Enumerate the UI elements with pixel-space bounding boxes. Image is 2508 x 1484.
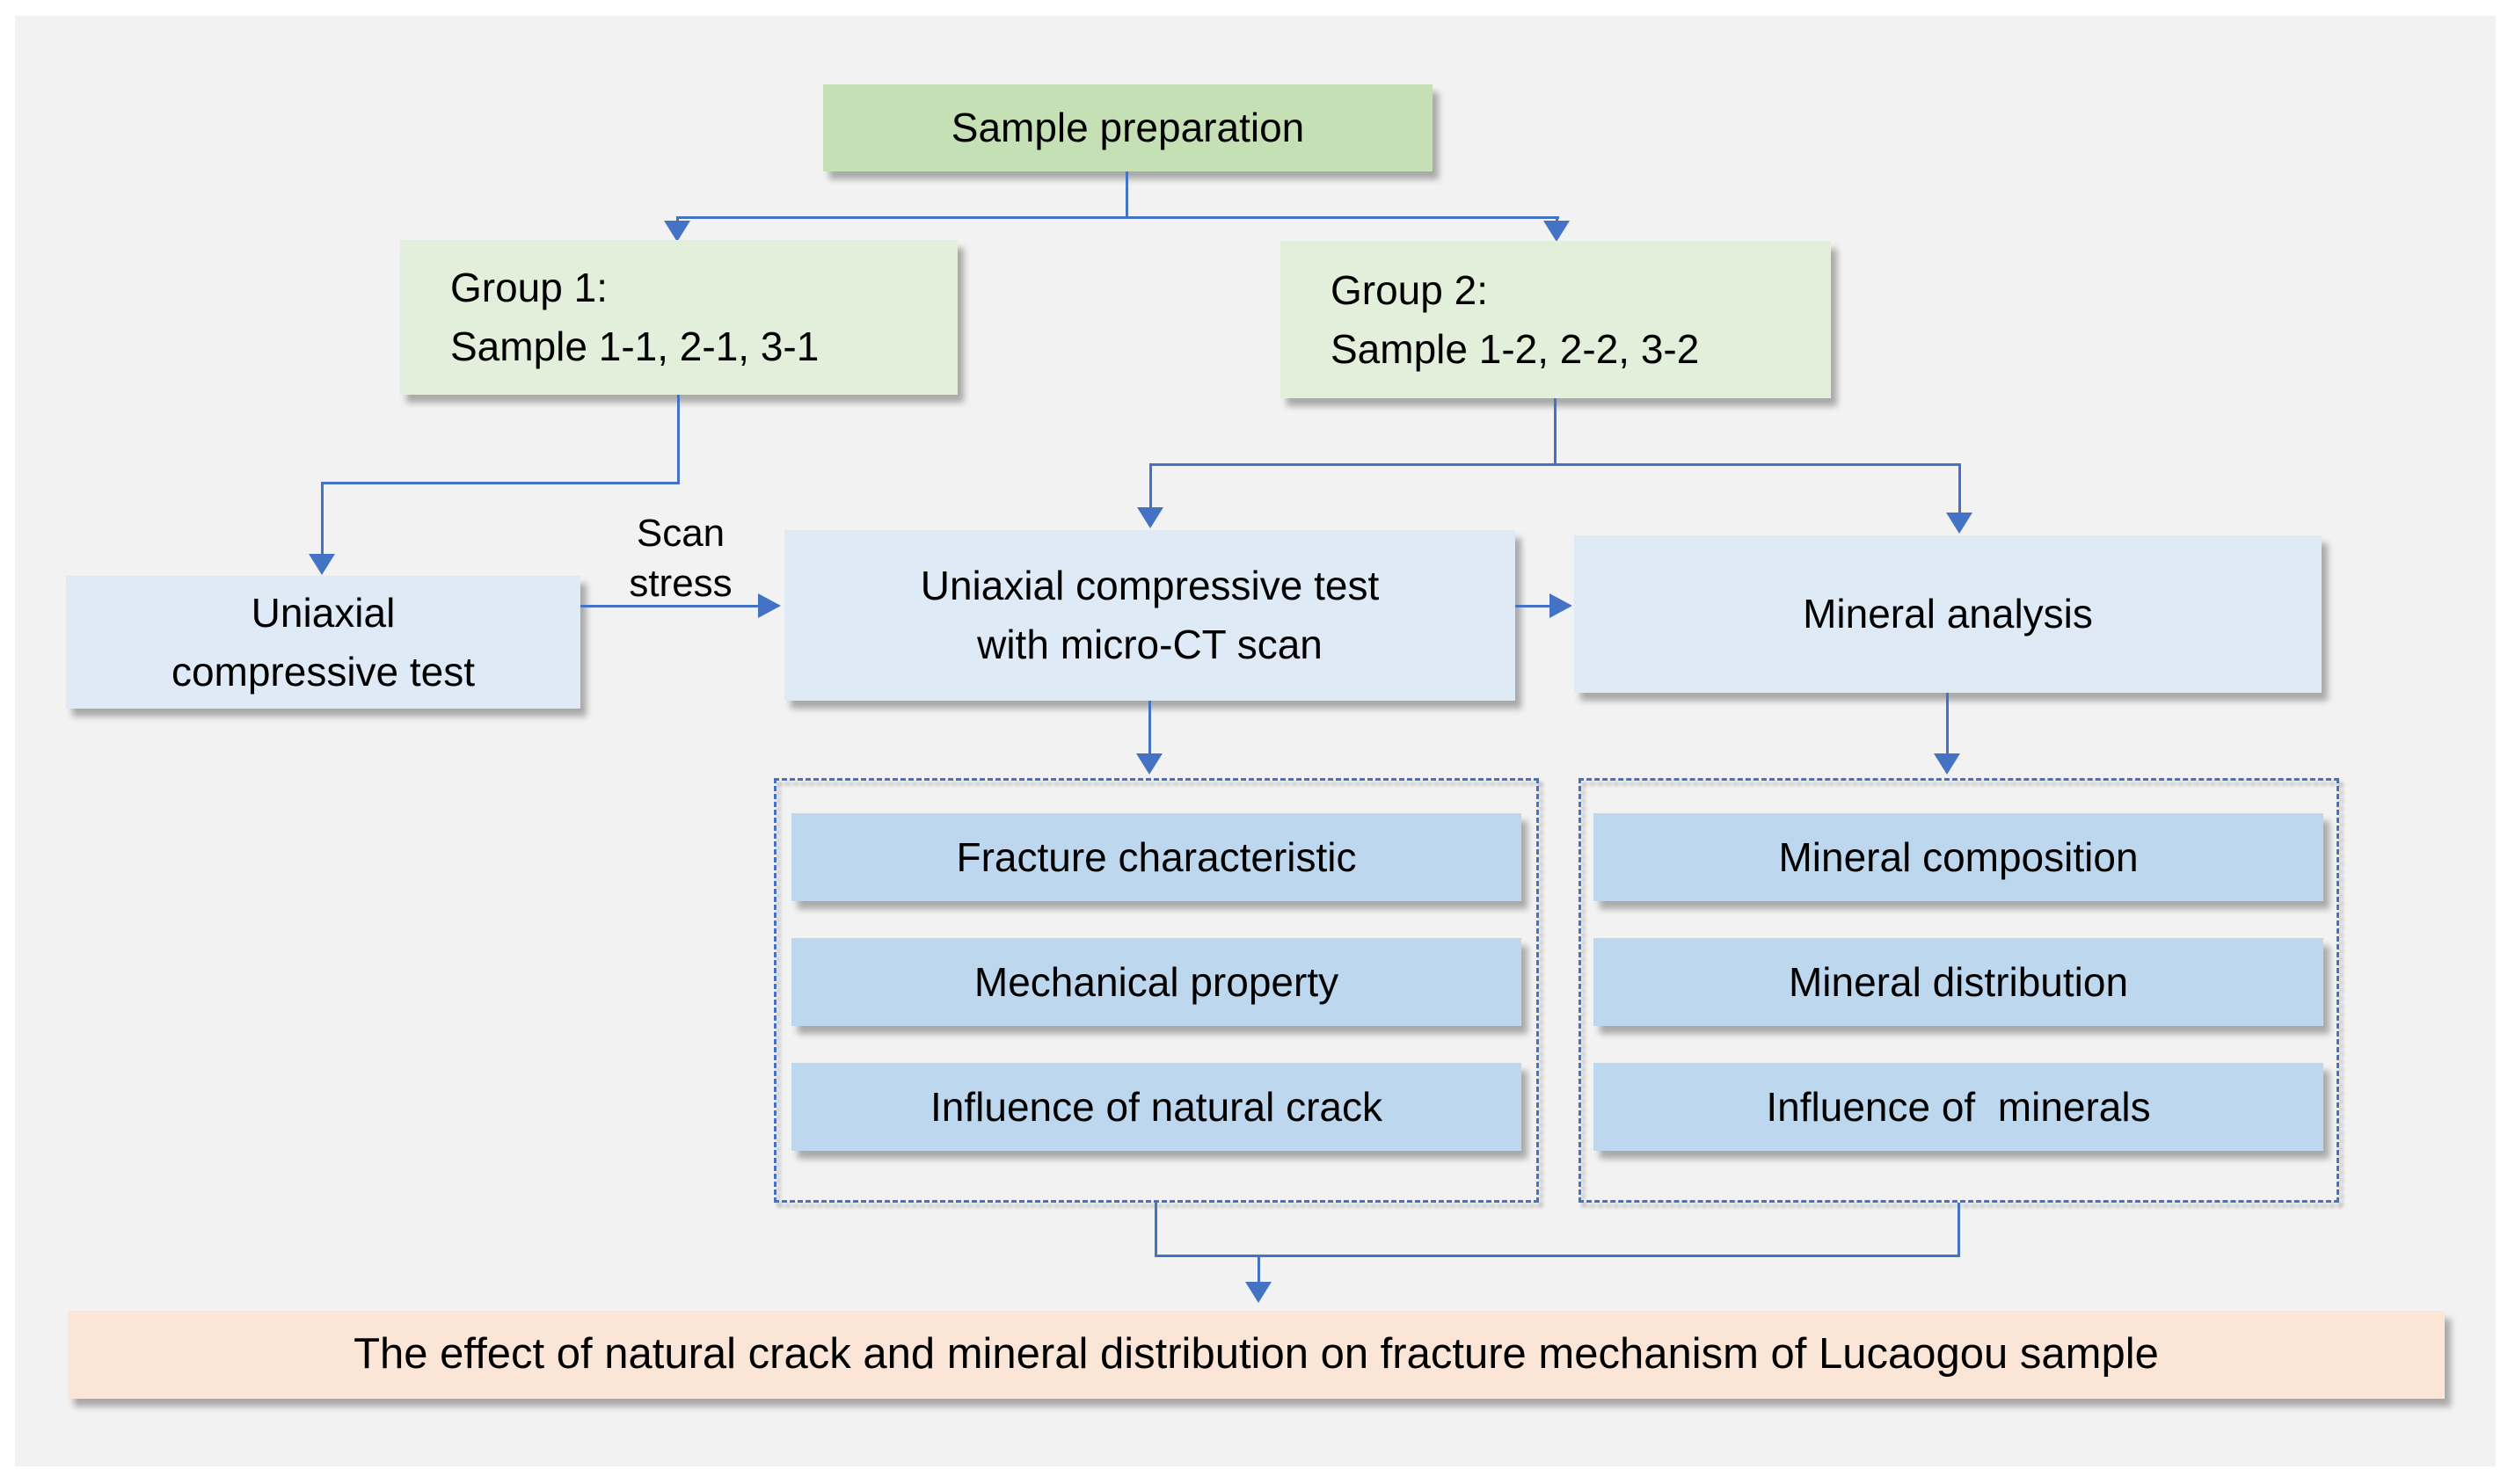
connector-line — [676, 216, 1559, 219]
arrowhead-down-icon — [1136, 753, 1163, 775]
connector-line — [1126, 171, 1128, 219]
connector-line — [677, 395, 680, 484]
arrowhead-down-icon — [664, 221, 690, 242]
arrowhead-right-icon — [758, 593, 781, 618]
connector-line — [1515, 605, 1552, 607]
connector-line — [321, 482, 680, 484]
outcome-fracture-characteristic: Fracture characteristic — [791, 813, 1521, 901]
arrowhead-down-icon — [1137, 507, 1163, 528]
connector-line — [1946, 693, 1949, 755]
conclusion-node: The effect of natural crack and mineral … — [68, 1311, 2445, 1399]
arrowhead-down-icon — [1543, 221, 1570, 242]
outcome-mineral-distribution: Mineral distribution — [1593, 938, 2323, 1026]
arrowhead-down-icon — [309, 554, 335, 575]
outcome-mechanical-property: Mechanical property — [791, 938, 1521, 1026]
group2-label: Group 2:Sample 1-2, 2-2, 3-2 — [1331, 266, 1700, 372]
outcome-influence-of-minerals: Influence of minerals — [1593, 1063, 2323, 1151]
group2-node: Group 2:Sample 1-2, 2-2, 3-2 — [1280, 241, 1831, 398]
connector-line — [1958, 1203, 1960, 1257]
connector-line — [1258, 1255, 1260, 1284]
figure-background-panel — [15, 16, 2496, 1466]
group1-label: Group 1:Sample 1-1, 2-1, 3-1 — [450, 265, 820, 369]
connector-line — [1148, 701, 1151, 755]
mineral-analysis-node: Mineral analysis — [1574, 535, 2322, 693]
outcome-mineral-composition: Mineral composition — [1593, 813, 2323, 901]
outcome-influence-natural-crack: Influence of natural crack — [791, 1063, 1521, 1151]
arrowhead-down-icon — [1934, 753, 1960, 775]
arrowhead-down-icon — [1245, 1282, 1272, 1303]
crack-outcomes-container — [774, 778, 1539, 1203]
connector-line — [1155, 1255, 1960, 1257]
mineral-outcomes-container — [1578, 778, 2339, 1203]
connector-line — [321, 482, 324, 556]
connector-line — [1155, 1203, 1157, 1257]
connector-line — [580, 605, 761, 607]
arrowhead-right-icon — [1549, 593, 1572, 618]
sample-preparation-node: Sample preparation — [823, 84, 1433, 171]
arrowhead-down-icon — [1946, 513, 1972, 534]
connector-line — [1149, 463, 1152, 510]
group1-node: Group 1:Sample 1-1, 2-1, 3-1 — [400, 240, 958, 395]
scan-stress-label: Scan stress — [629, 512, 733, 606]
connector-line — [1958, 463, 1961, 515]
connector-line — [1149, 463, 1961, 466]
connector-line — [1554, 398, 1557, 465]
